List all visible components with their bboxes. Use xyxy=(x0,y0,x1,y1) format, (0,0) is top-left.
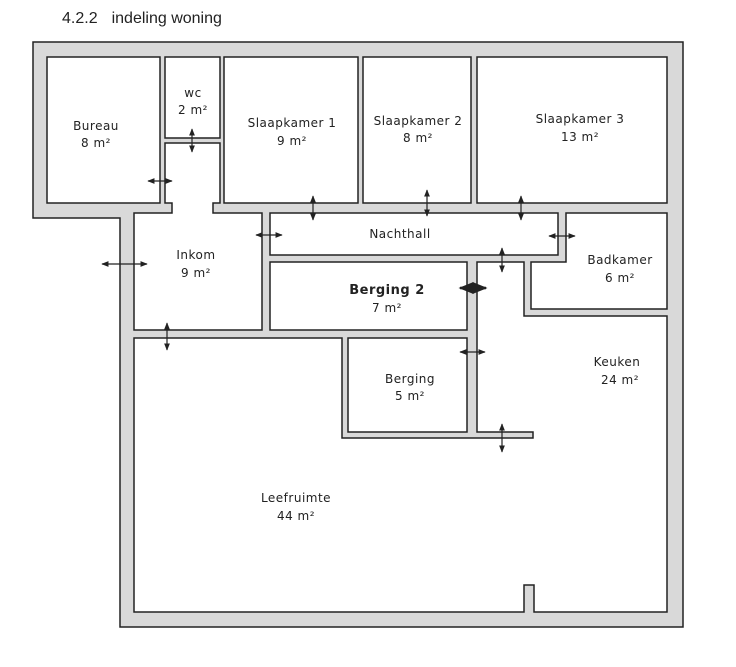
berging-2-area: 7 m² xyxy=(372,301,402,315)
berging-label: Berging xyxy=(385,372,435,386)
keuken-label: Keuken xyxy=(594,355,641,369)
room-slaapkamer-1 xyxy=(223,56,359,204)
nachthall-label: Nachthall xyxy=(369,227,430,241)
badkamer-area: 6 m² xyxy=(605,271,635,285)
room-bureau xyxy=(46,56,161,204)
badkamer-label: Badkamer xyxy=(587,253,652,267)
room-berging xyxy=(347,337,468,433)
berging-area: 5 m² xyxy=(395,389,425,403)
section-number: 4.2.2 xyxy=(62,10,98,27)
room-badkamer xyxy=(530,212,668,310)
room-slaapkamer-2 xyxy=(362,56,472,204)
keuken-area: 24 m² xyxy=(601,373,639,387)
section-title: indeling woning xyxy=(111,10,222,27)
slaapkamer-2-label: Slaapkamer 2 xyxy=(374,114,463,128)
bureau-area: 8 m² xyxy=(81,136,111,150)
wc-label: wc xyxy=(184,86,201,100)
slaapkamer-1-label: Slaapkamer 1 xyxy=(248,116,337,130)
berging-2-label: Berging 2 xyxy=(349,283,425,298)
leefruimte-area: 44 m² xyxy=(277,509,315,523)
inkom-area: 9 m² xyxy=(181,266,211,280)
leefruimte-label: Leefruimte xyxy=(261,491,331,505)
room-slaapkamer-3 xyxy=(476,56,668,204)
wc-area: 2 m² xyxy=(178,103,208,117)
room-berging-2 xyxy=(269,261,468,331)
room-inkom xyxy=(133,142,263,331)
room-leefruimte-keuken xyxy=(133,261,668,613)
section-heading: 4.2.2 indeling woning xyxy=(62,10,236,28)
slaapkamer-3-label: Slaapkamer 3 xyxy=(536,112,625,126)
slaapkamer-1-area: 9 m² xyxy=(277,134,307,148)
door-arrows xyxy=(101,128,576,453)
room-wc xyxy=(164,56,221,139)
slaapkamer-3-area: 13 m² xyxy=(561,130,599,144)
inkom-label: Inkom xyxy=(176,248,215,262)
slaapkamer-2-area: 8 m² xyxy=(403,131,433,145)
bureau-label: Bureau xyxy=(73,119,119,133)
